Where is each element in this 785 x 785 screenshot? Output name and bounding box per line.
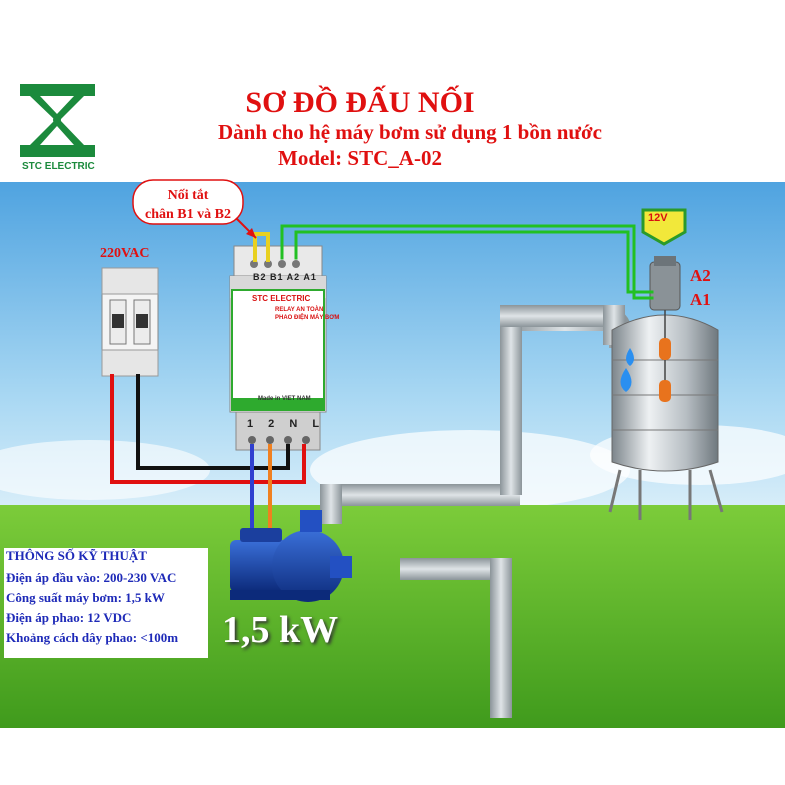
- spec-line: Khoảng cách dây phao: <100m: [6, 630, 179, 645]
- model-label: Model: STC_A-02: [278, 146, 442, 170]
- spec-line: Điện áp phao: 12 VDC: [6, 610, 132, 625]
- pump-power-label: 1,5 kW: [222, 609, 339, 651]
- wires: [110, 224, 654, 542]
- wire-black-neutral: [136, 374, 290, 470]
- float-a1-label: A1: [690, 290, 711, 309]
- relay-top-terminals: B2 B1 A2 A1: [253, 272, 317, 282]
- specs-panel: THÔNG SỐ KỸ THUẬT Điện áp đầu vào: 200-2…: [4, 548, 208, 658]
- relay-title-line1: RELAY AN TOÀN: [275, 307, 324, 313]
- callout-text: Nối tắt chân B1 và B2: [133, 186, 243, 224]
- water-tank: [608, 256, 724, 520]
- circuit-breaker: [101, 267, 159, 377]
- relay-title-line2: PHAO ĐIỆN MÁY BƠM: [275, 315, 340, 321]
- relay-title: RELAY AN TOÀN PHAO ĐIỆN MÁY BƠM: [275, 306, 339, 322]
- relay-made-in: Made in VIET NAM: [258, 396, 311, 402]
- relay-brand: STC ELECTRIC: [252, 294, 311, 303]
- spec-line: Điện áp đầu vào: 200-230 VAC: [6, 570, 177, 585]
- wire-a2: [280, 224, 654, 300]
- breaker-voltage-label: 220VAC: [100, 246, 150, 261]
- diagram-title: SƠ ĐỒ ĐẤU NỐI: [245, 86, 475, 119]
- wire-a1: [294, 230, 654, 294]
- relay-bottom-terminals: 1 2 N L: [247, 418, 326, 430]
- cloud: [0, 440, 210, 500]
- callout-line2: chân B1 và B2: [145, 207, 231, 222]
- float-a2-label: A2: [690, 266, 711, 285]
- specs-heading: THÔNG SỐ KỸ THUẬT: [6, 548, 147, 563]
- water-pump: [230, 510, 352, 602]
- callout-bubble: [132, 179, 257, 239]
- 12v-badge: [641, 208, 687, 246]
- stc-logo-icon: [20, 84, 95, 157]
- diagram-subtitle: Dành cho hệ máy bơm sử dụng 1 bồn nước: [218, 120, 602, 144]
- callout-line1: Nối tắt: [167, 188, 209, 203]
- spec-line: Công suất máy bơm: 1,5 kW: [6, 590, 165, 605]
- white-bottom: [0, 728, 785, 785]
- wire-red-phase: [110, 374, 306, 484]
- tank-voltage-label: 12V: [648, 212, 668, 224]
- logo-text: STC ELECTRIC: [22, 161, 95, 172]
- wire-bridge-b1-b2: [253, 232, 270, 262]
- safety-relay: [229, 245, 327, 451]
